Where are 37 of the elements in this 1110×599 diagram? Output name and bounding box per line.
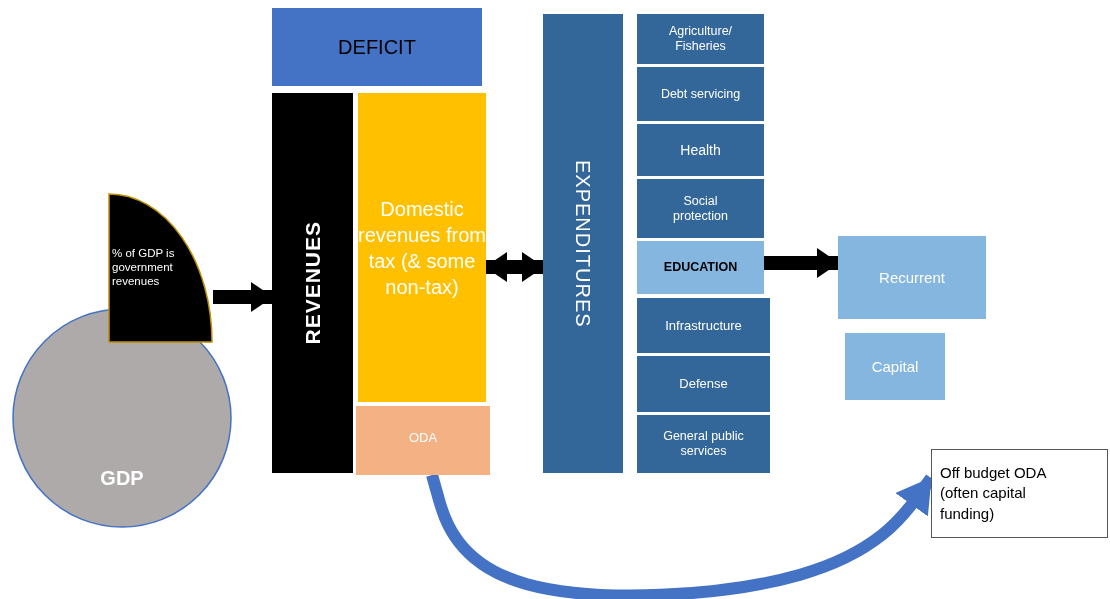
sector-box [637, 415, 770, 473]
label: Debt servicing [660, 86, 741, 102]
expenditures-bar [543, 14, 623, 473]
label: Health [680, 141, 721, 159]
block-arrow [485, 252, 544, 282]
oda-box [356, 406, 490, 475]
domestic-revenues-box [358, 93, 486, 402]
label: EDUCATION [663, 260, 738, 275]
note-box [931, 449, 1108, 538]
block-arrow [764, 248, 839, 278]
label: Defense [679, 376, 728, 392]
sector-box [637, 67, 764, 121]
label: General public services [662, 429, 745, 459]
label: % of GDP is government revenues [112, 247, 176, 289]
vertical-label: REVENUES [299, 221, 325, 345]
label: Domestic revenues from tax (& some non-tax) [358, 196, 486, 300]
label: Recurrent [879, 268, 945, 287]
label: Social protection [672, 193, 729, 224]
revenues-bar [272, 93, 353, 473]
label: Agriculture/ Fisheries [667, 24, 734, 54]
label: Infrastructure [665, 317, 742, 334]
recurrent-box [838, 236, 986, 319]
sector-box [637, 179, 764, 238]
deficit-box [272, 8, 482, 86]
sector-box [637, 356, 770, 412]
label: DEFICIT [338, 35, 416, 59]
sector-box [637, 14, 764, 64]
label: ODA [408, 430, 438, 446]
sector-box [637, 298, 770, 353]
sector-box [637, 124, 764, 176]
block-arrow [213, 282, 273, 312]
vertical-label: EXPENDITURES [571, 159, 595, 328]
label: GDP [100, 466, 144, 490]
label: Capital [871, 357, 919, 376]
education-box [637, 241, 764, 294]
label: Off budget ODA (often capital funding) [940, 463, 1048, 524]
capital-box [845, 333, 945, 400]
